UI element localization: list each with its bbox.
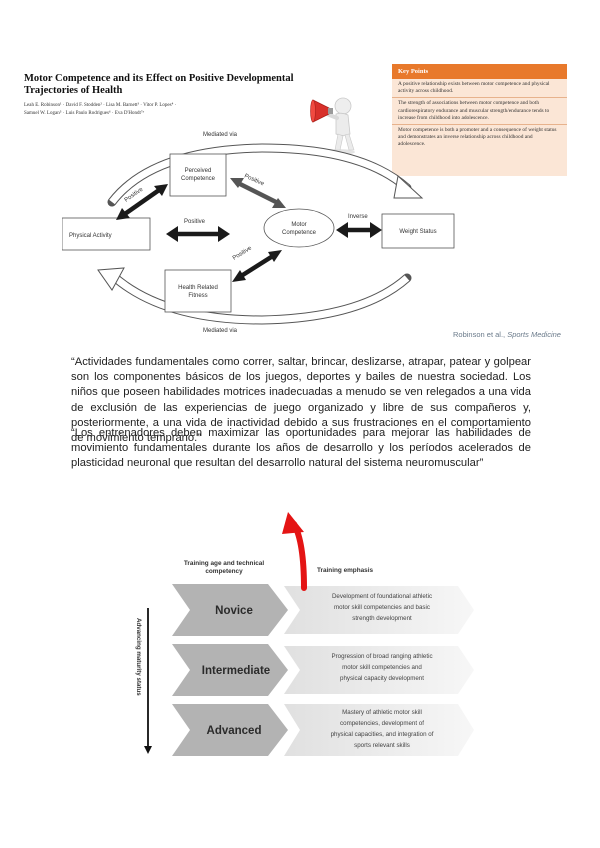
paper-title-line-1: Motor Competence and its Effect on Posit…: [24, 73, 294, 84]
physical-activity-label: Physical Activity: [69, 233, 112, 239]
column-header-training-emphasis: Training emphasis: [317, 567, 374, 574]
key-points-box: Key Points A positive relationship exist…: [392, 64, 567, 176]
bottom-curve-arrowhead: [97, 267, 125, 291]
maturity-axis-arrowhead: [144, 746, 152, 754]
emphasis-text-novice-1: Development of foundational athletic: [332, 593, 432, 600]
mediated-via-bottom-label: Mediated via: [203, 328, 238, 334]
red-arrow-head: [282, 512, 304, 534]
paper-authors: Leah E. Robinson¹ · David F. Stodden² · …: [24, 102, 304, 117]
credit-journal: Sports Medicine: [507, 330, 561, 339]
motor-competence-ellipse: [263, 208, 335, 248]
mediated-via-top-label: Mediated via: [203, 132, 238, 138]
column-header-training-age-2: competency: [205, 568, 243, 575]
authors-line-1: Leah E. Robinson¹ · David F. Stodden² · …: [24, 103, 177, 108]
emphasis-text-advanced-4: sports relevant skills: [354, 742, 410, 749]
motor-competence-label-2: Competence: [282, 230, 317, 236]
red-arrow-body: [291, 521, 307, 591]
training-emphasis-figure: Training age and technical competency Tr…: [118, 502, 483, 764]
quote-coaches: “Los entrenadores deben maximizar las op…: [71, 427, 531, 470]
emphasis-text-intermediate-3: physical capacity development: [340, 675, 424, 682]
arrow-motor-weight: [336, 222, 382, 238]
emphasis-text-advanced-3: physical capacities, and integration of: [331, 731, 434, 738]
level-label-novice: Novice: [215, 605, 253, 617]
level-label-advanced: Advanced: [207, 725, 262, 737]
perceived-competence-box: [169, 153, 227, 197]
paper-title: Motor Competence and its Effect on Posit…: [24, 73, 304, 97]
emphasis-text-advanced-2: competencies, development of: [340, 720, 424, 727]
key-point-item: The strength of associations between mot…: [392, 98, 567, 126]
emphasis-chevron-intermediate: [284, 646, 474, 694]
arrow-perceived-motor: [230, 178, 286, 208]
credit-authors: Robinson et al.,: [453, 330, 508, 339]
key-point-item: Motor competence is both a promoter and …: [398, 127, 557, 148]
level-chevron-novice: [172, 584, 288, 636]
emphasis-chevron-novice: [284, 586, 474, 634]
health-fitness-label-1: Health Related: [178, 285, 218, 291]
figure-credit: Robinson et al., Sports Medicine: [453, 330, 561, 339]
level-chevron-intermediate: [172, 644, 288, 696]
emphasis-text-novice-3: strength development: [352, 615, 412, 622]
authors-line-2: Samuel W. Logan⁵ · Luis Paulo Rodrigues⁶…: [24, 110, 145, 116]
emphasis-chevron-advanced: [284, 704, 474, 756]
emphasis-text-intermediate-1: Progression of broad ranging athletic: [331, 653, 432, 660]
megaphone-person-icon: [310, 97, 355, 155]
top-curve-arrow-body: [109, 144, 410, 205]
motor-competence-diagram: Mediated via Mediated via Physical Activ…: [62, 132, 455, 334]
top-curve-arrowhead: [393, 175, 424, 199]
health-related-fitness-box: [164, 269, 232, 313]
physical-activity-box: [62, 217, 151, 251]
inverse-label: Inverse: [348, 214, 368, 220]
emphasis-text-advanced-1: Mastery of athletic motor skill: [342, 709, 422, 716]
emphasis-text-novice-2: motor skill competencies and basic: [334, 604, 430, 611]
arrow-pa-motor: [166, 226, 230, 242]
motor-competence-label-1: Motor: [291, 222, 306, 228]
maturity-axis-label: Advancing maturity status: [135, 618, 142, 696]
arrow-fitness-motor: [232, 250, 282, 282]
paper-title-line-2: Trajectories of Health: [24, 85, 123, 96]
level-chevron-advanced: [172, 704, 288, 756]
weight-status-box: [381, 213, 455, 249]
weight-status-label: Weight Status: [399, 229, 436, 235]
health-fitness-label-2: Fitness: [188, 293, 207, 299]
perceived-competence-label-1: Perceived: [185, 168, 212, 174]
bottom-curve-arrow-outline: [107, 270, 412, 325]
positive-label-pa-motor: Positive: [184, 219, 206, 225]
arrow-pa-perceived: [116, 184, 168, 220]
perceived-competence-label-2: Competence: [181, 176, 216, 182]
level-label-intermediate: Intermediate: [202, 665, 270, 677]
quote-fundamental-activities: “Actividades fundamentales como correr, …: [71, 356, 531, 445]
positive-label-fitness-motor: Positive: [232, 245, 254, 262]
key-point-item: A positive relationship exists between m…: [392, 79, 567, 99]
key-points-header: Key Points: [392, 64, 567, 79]
emphasis-text-intermediate-2: motor skill competencies and: [342, 664, 422, 671]
column-header-training-age-1: Training age and technical: [184, 560, 264, 567]
bottom-curve-arrow-body: [109, 272, 410, 324]
